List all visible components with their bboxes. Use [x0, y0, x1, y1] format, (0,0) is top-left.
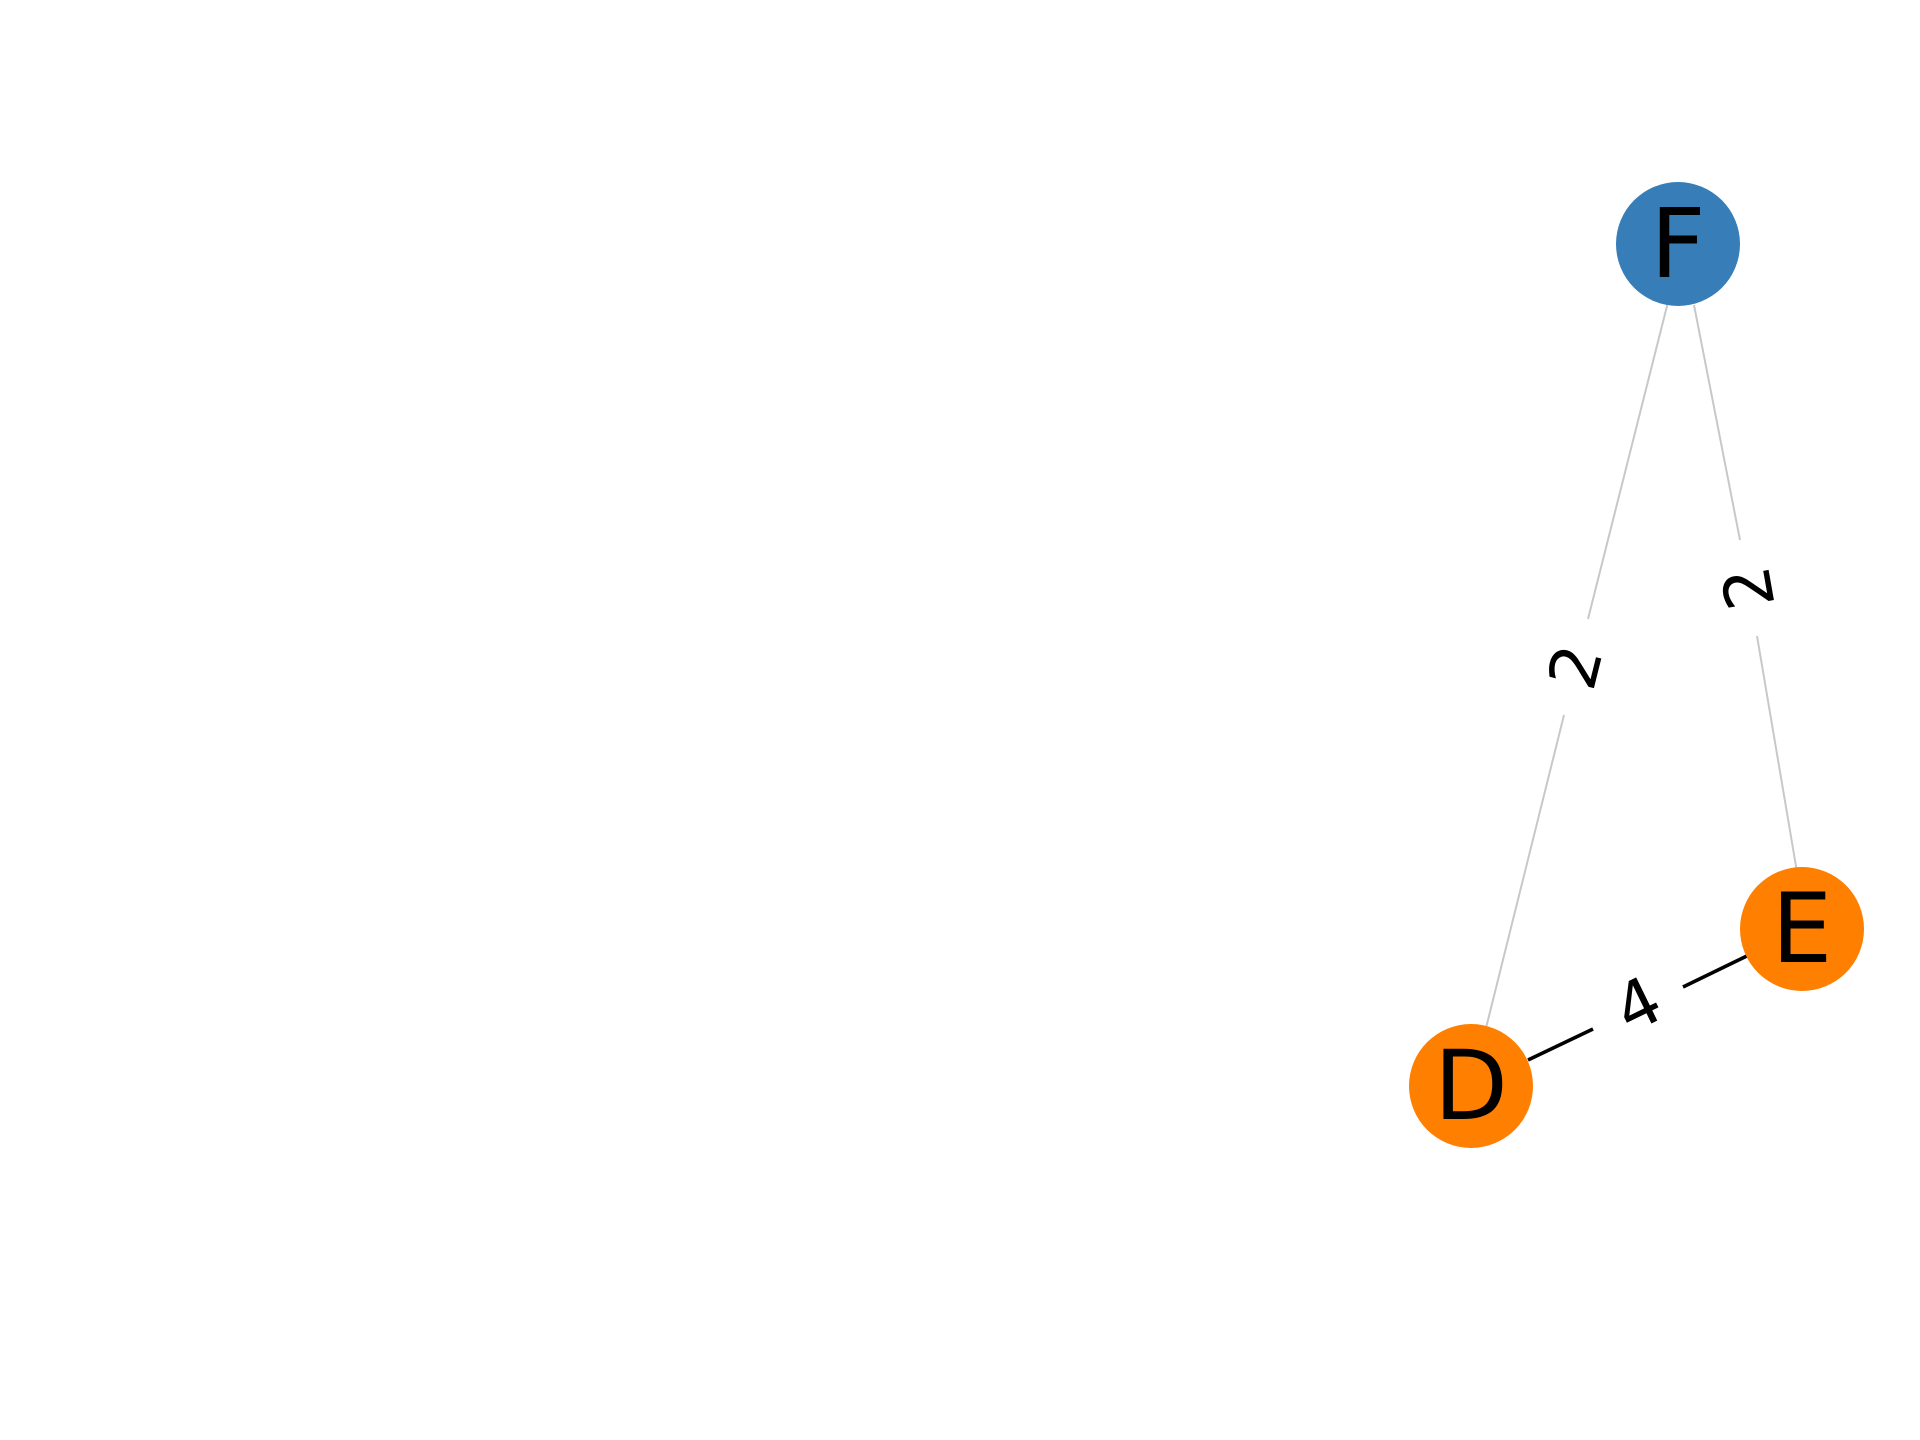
edge-d-e-line-left — [1527, 1027, 1594, 1062]
node-d: D — [1409, 1024, 1533, 1148]
node-d-label: D — [1434, 1030, 1508, 1142]
edge-f-e-line-upper — [1693, 304, 1741, 541]
node-e-label: E — [1772, 873, 1833, 985]
node-d-circle — [1409, 1024, 1533, 1148]
edge-f-d-line-lower — [1485, 714, 1565, 1029]
node-e: E — [1740, 867, 1864, 991]
node-f-circle — [1616, 182, 1740, 306]
edge-f-d-line-upper — [1587, 301, 1669, 620]
edge-d-e-line-right — [1682, 951, 1754, 989]
edge-f-e-line-lower — [1756, 635, 1798, 873]
node-e-circle — [1740, 867, 1864, 991]
node-f: F — [1616, 182, 1740, 306]
node-f-label: F — [1650, 188, 1705, 300]
